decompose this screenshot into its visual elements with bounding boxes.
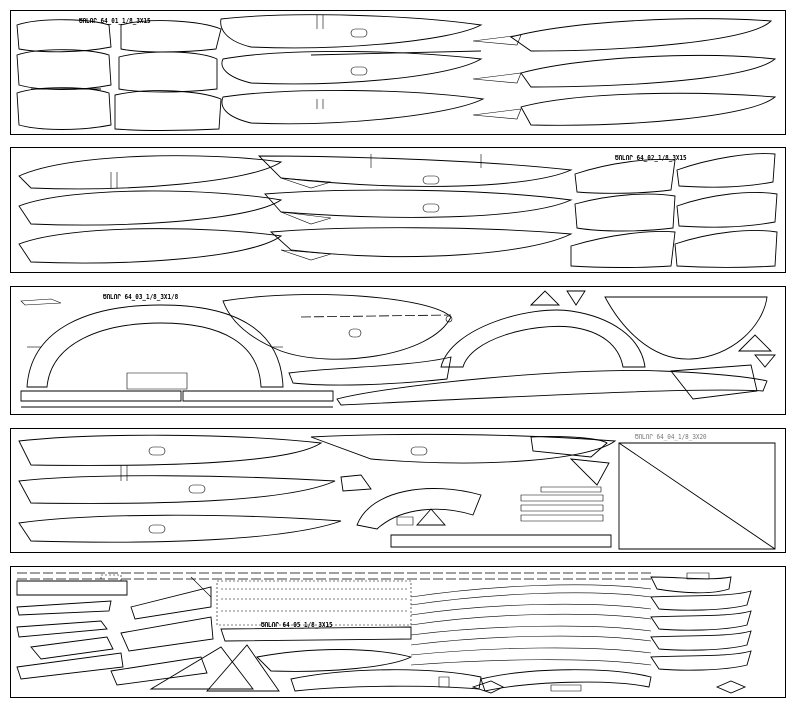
wing-rib <box>19 191 281 225</box>
sheet-2: ԾՈԼՈՐ 64_02_1/8_3X15 <box>10 147 786 273</box>
wing-rib <box>222 90 483 123</box>
sheet-3: ԾՈԼՈՐ 64_03_1/8_3X1/8 <box>10 286 786 415</box>
rib-part <box>115 91 221 131</box>
rib-part <box>17 50 111 90</box>
sheet-4-label: ԾՈԼՈՐ 64_04_1/8_3X20 <box>635 433 707 441</box>
rib-part <box>677 154 775 188</box>
gusset-triangle <box>151 647 253 689</box>
rib-part <box>17 20 111 52</box>
curved-stringer <box>411 648 651 655</box>
stringer <box>337 370 767 405</box>
fuselage-former <box>223 294 451 359</box>
wing-rib <box>19 229 281 263</box>
curved-stringer <box>411 626 651 635</box>
wing-rib <box>19 435 321 465</box>
curved-stringer <box>411 604 651 615</box>
curved-stringer <box>411 636 651 645</box>
rib-part <box>121 21 221 52</box>
wing-rib <box>521 55 775 87</box>
rib-part <box>17 88 111 130</box>
sheet-1-parts <box>11 11 786 135</box>
sheet-5-parts <box>11 567 786 698</box>
sheet-2-parts <box>11 148 786 273</box>
rib-part <box>677 193 777 228</box>
sheet-2-label: ԾՈԼՈՐ 64_02_1/8_3X15 <box>615 154 687 162</box>
rib-part <box>675 231 777 268</box>
fan-frame <box>357 488 481 529</box>
wing-rib <box>19 476 335 504</box>
wing-rib <box>19 515 341 542</box>
curved-stringer <box>411 614 651 625</box>
wing-rib <box>222 51 481 83</box>
template-square <box>619 443 775 549</box>
wing-rib <box>265 190 571 217</box>
curved-stringer <box>411 585 651 597</box>
wing-rib <box>259 156 571 186</box>
wing-rib <box>311 434 615 463</box>
sheet-1: ԾՈԼՈՐ 64_01_1/8_3X15 <box>10 10 786 135</box>
rib-part <box>119 52 217 92</box>
curved-stringer <box>411 593 651 605</box>
wing-rib <box>521 93 775 125</box>
sheet-4: ԾՈԼՈՐ 64_04_1/8_3X20 <box>10 428 786 553</box>
sheet-5: ԾՈԼՈՐ 64_05_1/8_3X15 <box>10 566 786 698</box>
rib-part <box>575 160 675 194</box>
gusset-triangle <box>207 645 279 691</box>
arc-stringer <box>257 650 411 672</box>
sheet-3-parts <box>11 287 786 415</box>
rib-part <box>571 232 675 268</box>
arc-frame <box>441 310 645 367</box>
arc-frame <box>605 297 767 359</box>
wing-rib <box>271 228 571 257</box>
arch-frame <box>27 305 283 387</box>
curved-stringer <box>411 660 651 665</box>
sheet-1-label: ԾՈԼՈՐ 64_01_1/8_3X15 <box>79 17 151 25</box>
rib-part <box>575 194 675 231</box>
wing-rib <box>19 156 281 189</box>
sheet-3-label: ԾՈԼՈՐ 64_03_1/8_3X1/8 <box>103 293 179 301</box>
wing-rib <box>511 19 771 51</box>
sheet-4-parts <box>11 429 786 553</box>
wing-rib <box>221 15 481 48</box>
